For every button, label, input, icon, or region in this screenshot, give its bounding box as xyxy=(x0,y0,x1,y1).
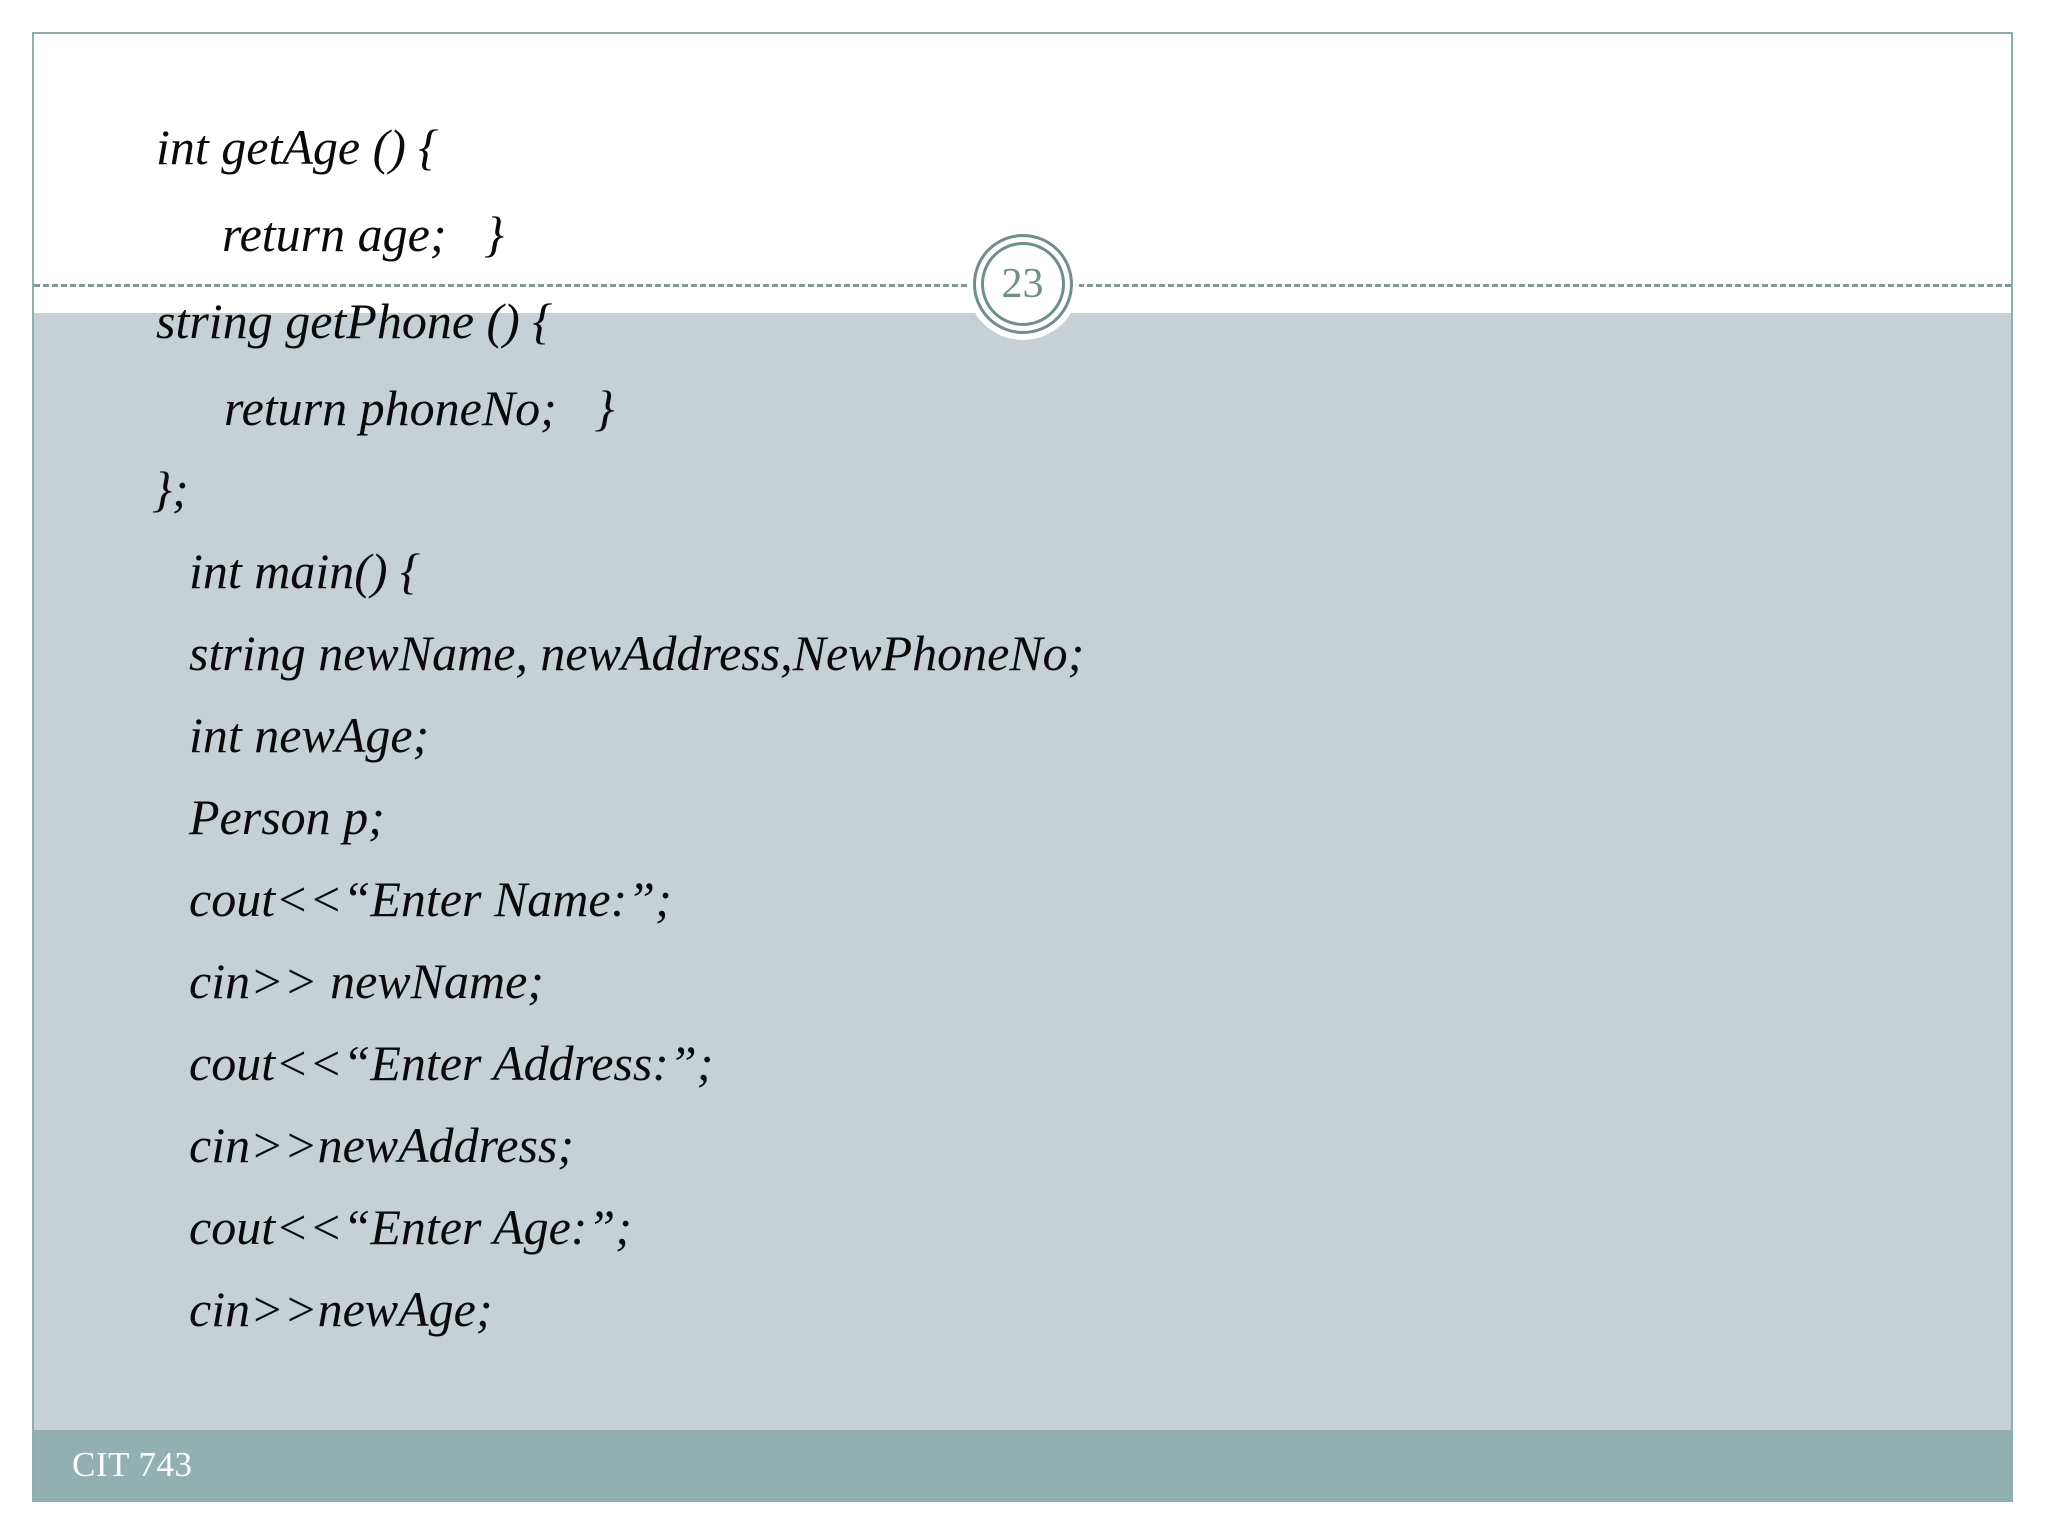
slide-canvas: 23 int getAge () { return age; } string ge… xyxy=(32,32,2013,1502)
code-line: string getPhone () { xyxy=(156,293,553,349)
code-line: int main() { xyxy=(189,543,421,599)
code-line: cin>>newAge; xyxy=(189,1281,493,1337)
medallion-inner-ring-icon xyxy=(980,242,1065,326)
slide-number-medallion: 23 xyxy=(966,228,1079,340)
medallion-outer-ring-icon xyxy=(972,234,1073,334)
code-line: int getAge () { xyxy=(156,119,439,175)
slide-number-label: 23 xyxy=(1001,261,1044,307)
code-line: Person p; xyxy=(189,789,385,845)
code-line: cout<<“Enter Name:”; xyxy=(189,871,672,927)
code-listing: int getAge () { return age; } string getPh… xyxy=(34,34,2011,1500)
footer-course-label: CIT 743 xyxy=(72,1445,193,1484)
code-line: int newAge; xyxy=(189,707,430,763)
code-line: cin>>newAddress; xyxy=(189,1117,575,1173)
code-line: cin>> newName; xyxy=(189,953,544,1009)
code-line: cout<<“Enter Age:”; xyxy=(189,1199,632,1255)
slide-content-panel xyxy=(34,313,2011,1430)
slide-footer-bar: CIT 743 xyxy=(34,1430,2011,1500)
code-line: cout<<“Enter Address:”; xyxy=(189,1035,714,1091)
code-line: return phoneNo; } xyxy=(224,380,615,436)
code-line: }; xyxy=(152,461,189,517)
code-line: return age; } xyxy=(222,206,504,262)
code-line: string newName, newAddress,NewPhoneNo; xyxy=(189,625,1085,681)
